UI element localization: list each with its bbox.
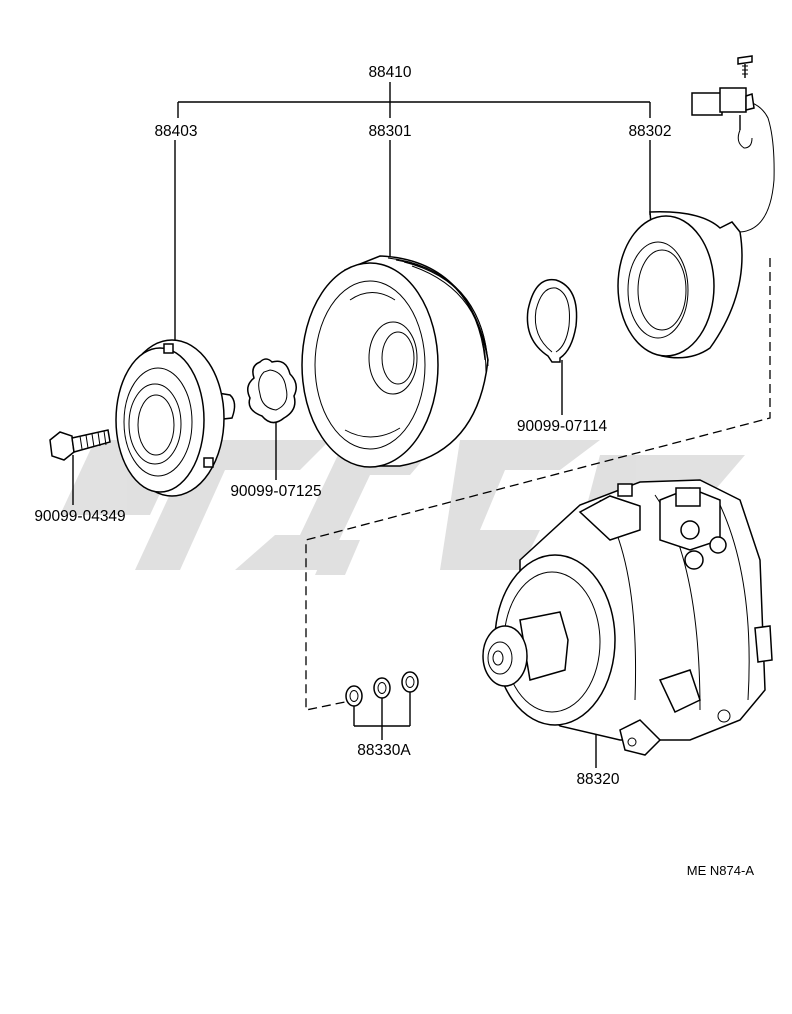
snap-ring-part xyxy=(526,278,578,363)
label-90099-07125: 90099-07125 xyxy=(230,483,321,500)
label-88301: 88301 xyxy=(368,123,411,140)
label-88410: 88410 xyxy=(368,64,411,81)
shim-part xyxy=(247,358,297,424)
pressure-plate-part xyxy=(115,339,236,497)
stator-part xyxy=(617,99,775,359)
label-90099-04349: 90099-04349 xyxy=(34,508,125,525)
label-88330A: 88330A xyxy=(357,742,411,759)
assembly-bracket xyxy=(177,82,651,118)
label-88403: 88403 xyxy=(154,123,197,140)
o-rings-part xyxy=(345,671,419,707)
label-88320: 88320 xyxy=(576,771,619,788)
figure-code: ME N874-A xyxy=(687,863,755,878)
bolt-part xyxy=(49,429,111,461)
dashed-assembly-outline xyxy=(305,258,771,711)
connector-part xyxy=(691,55,755,149)
compressor-part xyxy=(482,479,773,756)
leader-lines xyxy=(72,140,651,768)
label-88302: 88302 xyxy=(628,123,671,140)
label-90099-07114: 90099-07114 xyxy=(517,418,608,435)
pulley-part xyxy=(301,255,489,468)
